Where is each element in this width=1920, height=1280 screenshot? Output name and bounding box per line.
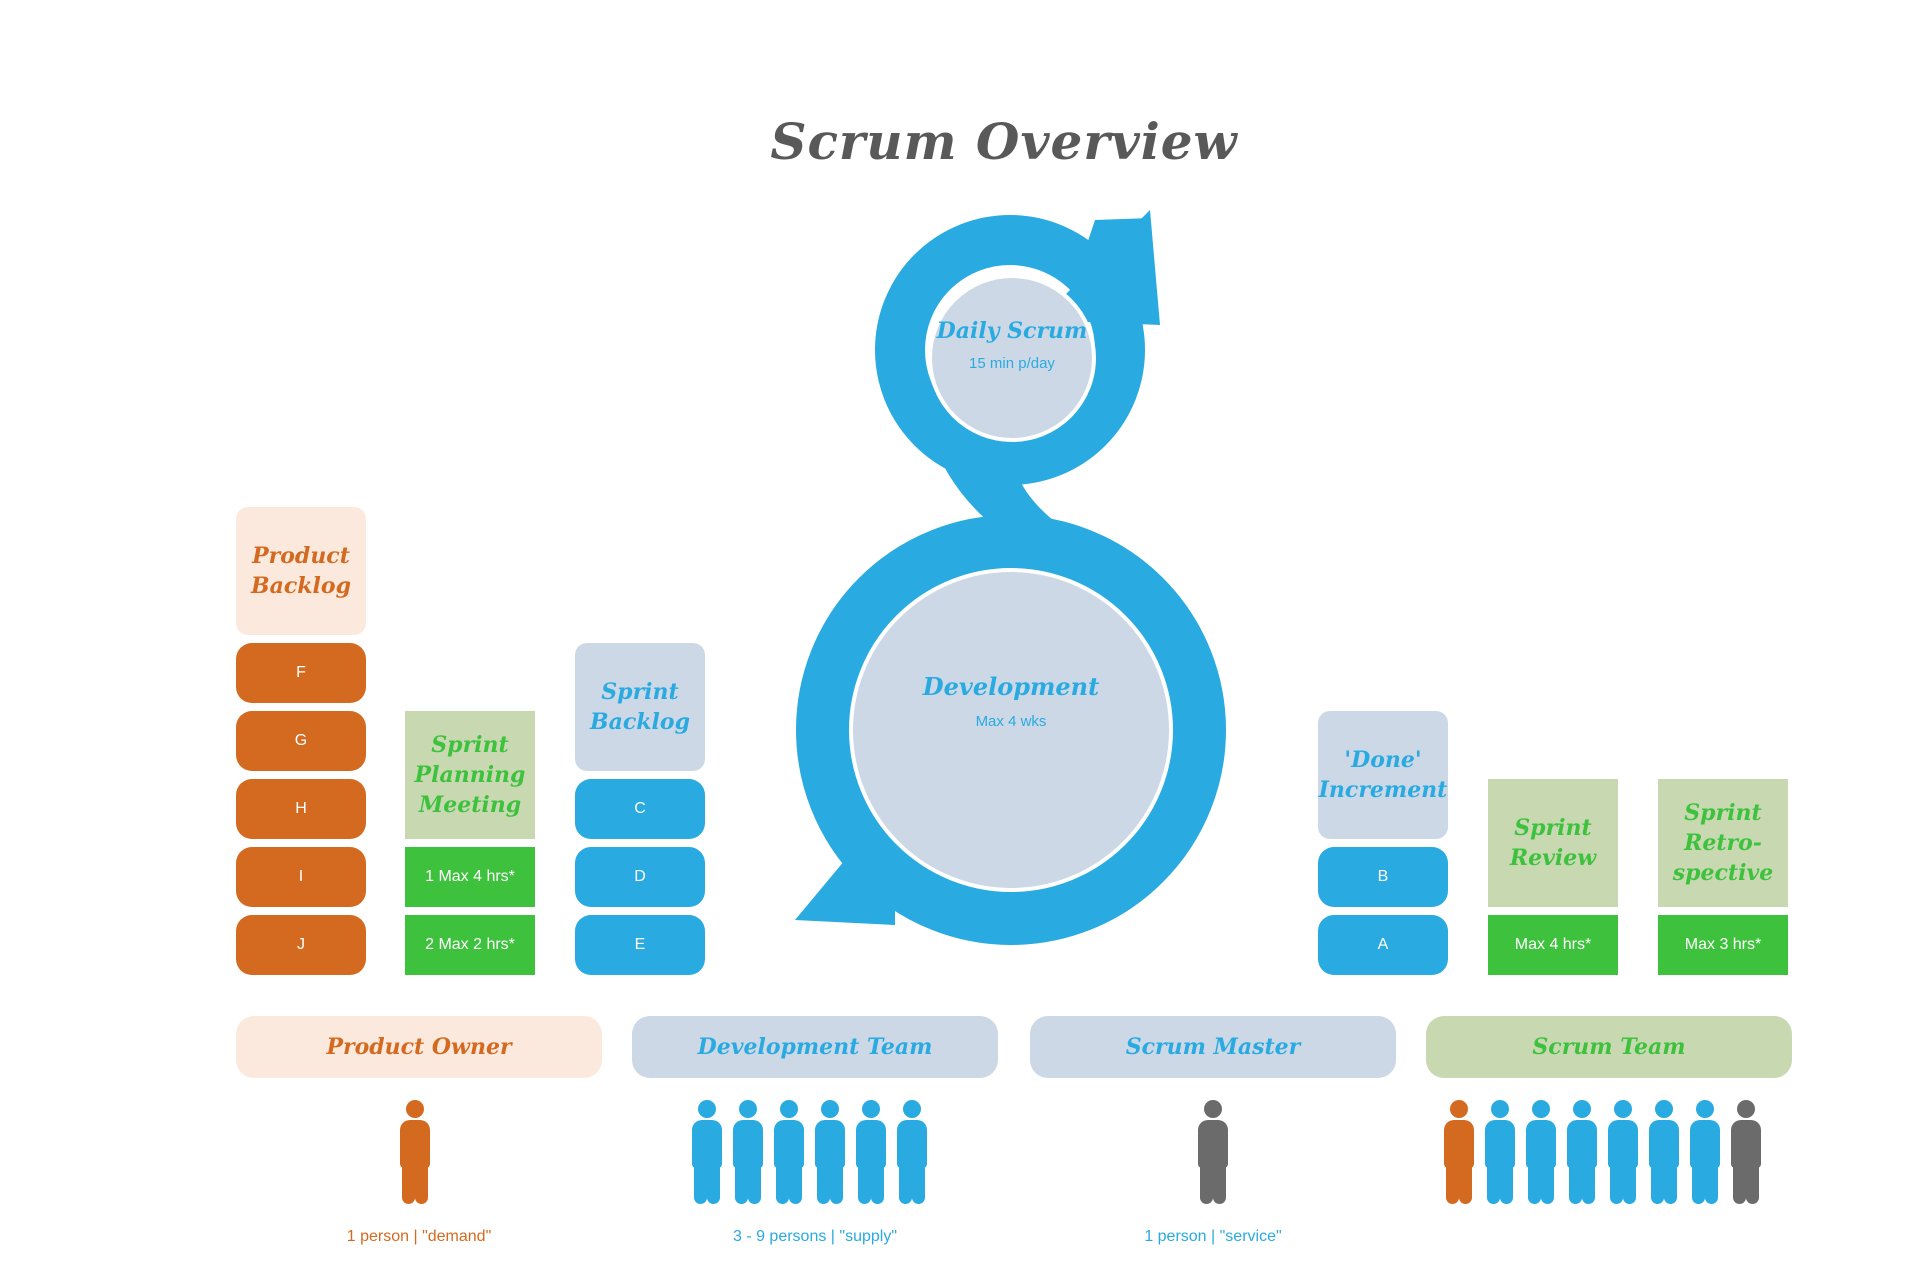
sprint-review-header: Sprint Review bbox=[1488, 779, 1618, 907]
person-icon bbox=[856, 1100, 886, 1204]
development-team-people bbox=[692, 1100, 942, 1210]
done-increment-header: 'Done' Increment bbox=[1318, 711, 1448, 839]
role-scrum-team: Scrum Team bbox=[1426, 1016, 1792, 1078]
sprint-backlog-item[interactable]: D bbox=[575, 847, 705, 907]
person-icon bbox=[815, 1100, 845, 1204]
role-development-team: Development Team bbox=[632, 1016, 998, 1078]
person-icon bbox=[774, 1100, 804, 1204]
product-backlog-item[interactable]: F bbox=[236, 643, 366, 703]
sprint-backlog-item[interactable]: E bbox=[575, 915, 705, 975]
person-icon bbox=[1731, 1100, 1761, 1204]
person-icon bbox=[1690, 1100, 1720, 1204]
page-title: Scrum Overview bbox=[770, 112, 1238, 171]
person-icon bbox=[1485, 1100, 1515, 1204]
daily-scrum-duration: 15 min p/day bbox=[969, 355, 1055, 372]
person-icon bbox=[733, 1100, 763, 1204]
product-backlog-item[interactable]: J bbox=[236, 915, 366, 975]
person-icon bbox=[1444, 1100, 1474, 1204]
development-label: Development bbox=[922, 672, 1099, 701]
person-icon bbox=[1608, 1100, 1638, 1204]
sprint-retrospective-item[interactable]: Max 3 hrs* bbox=[1658, 915, 1788, 975]
person-icon bbox=[897, 1100, 927, 1204]
sprint-planning-header: Sprint Planning Meeting bbox=[405, 711, 535, 839]
sprint-backlog-header: Sprint Backlog bbox=[575, 643, 705, 771]
development-team-caption: 3 - 9 persons | "supply" bbox=[732, 1228, 898, 1245]
scrum-master-people bbox=[1198, 1100, 1238, 1210]
scrum-team-people bbox=[1444, 1100, 1784, 1210]
scrum-cycle-diagram: Daily Scrum 15 min p/day Development Max… bbox=[795, 210, 1226, 945]
person-icon bbox=[1198, 1100, 1228, 1204]
done-increment-item[interactable]: B bbox=[1318, 847, 1448, 907]
sprint-retrospective-header: Sprint Retro- spective bbox=[1658, 779, 1788, 907]
development-arrowhead-icon bbox=[795, 800, 895, 925]
product-owner-caption: 1 person | "demand" bbox=[346, 1228, 492, 1245]
product-backlog-item[interactable]: I bbox=[236, 847, 366, 907]
product-backlog-item[interactable]: G bbox=[236, 711, 366, 771]
daily-scrum-arrowhead-icon bbox=[1040, 210, 1160, 325]
person-icon bbox=[692, 1100, 722, 1204]
product-backlog-item[interactable]: H bbox=[236, 779, 366, 839]
person-icon bbox=[1567, 1100, 1597, 1204]
daily-scrum-label: Daily Scrum bbox=[936, 318, 1088, 344]
sprint-planning-item[interactable]: 1 Max 4 hrs* bbox=[405, 847, 535, 907]
development-duration: Max 4 wks bbox=[976, 713, 1047, 730]
role-scrum-master: Scrum Master bbox=[1030, 1016, 1396, 1078]
daily-scrum-disc bbox=[928, 274, 1096, 442]
person-icon bbox=[400, 1100, 430, 1204]
loop-connector bbox=[930, 435, 1100, 560]
sprint-planning-item[interactable]: 2 Max 2 hrs* bbox=[405, 915, 535, 975]
product-backlog-header: Product Backlog bbox=[236, 507, 366, 635]
sprint-backlog-item[interactable]: C bbox=[575, 779, 705, 839]
product-owner-people bbox=[400, 1100, 440, 1210]
development-loop-ring bbox=[796, 515, 1226, 945]
role-product-owner: Product Owner bbox=[236, 1016, 602, 1078]
sprint-review-item[interactable]: Max 4 hrs* bbox=[1488, 915, 1618, 975]
done-increment-item[interactable]: A bbox=[1318, 915, 1448, 975]
person-icon bbox=[1649, 1100, 1679, 1204]
development-disc bbox=[849, 568, 1173, 892]
scrum-master-caption: 1 person | "service" bbox=[1144, 1228, 1282, 1245]
person-icon bbox=[1526, 1100, 1556, 1204]
